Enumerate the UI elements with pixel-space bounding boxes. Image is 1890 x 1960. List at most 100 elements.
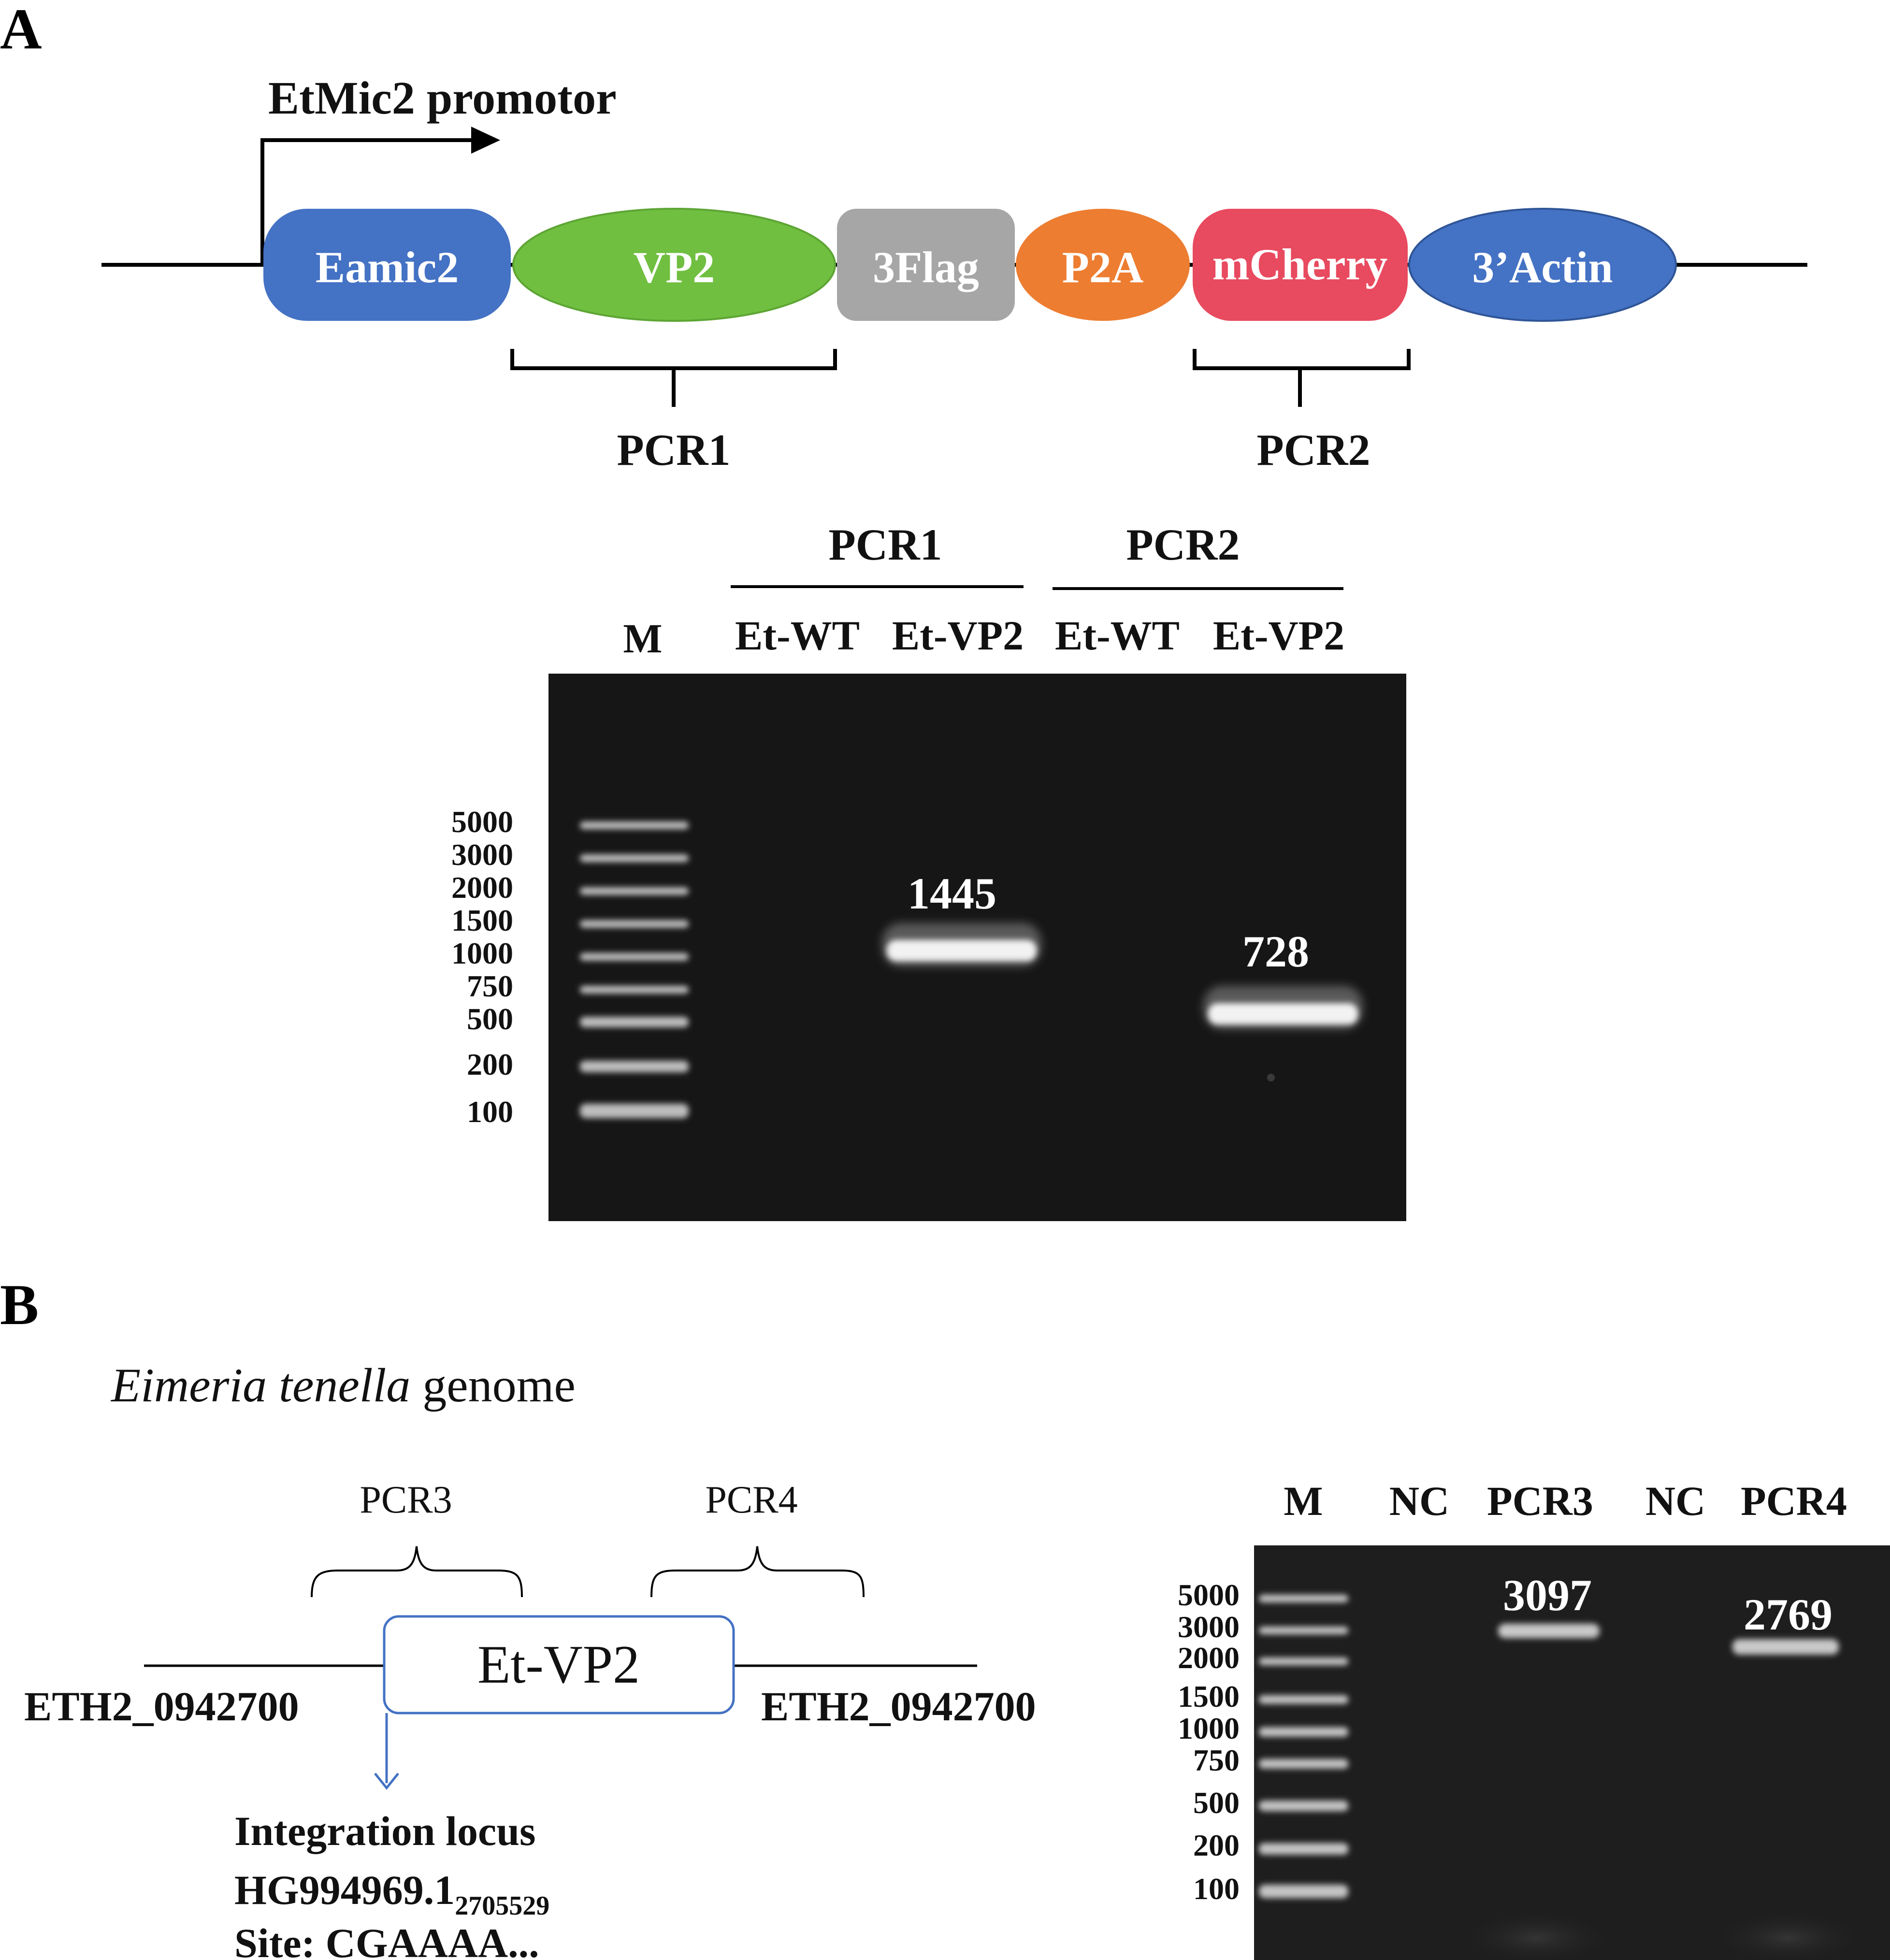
ladder-b-band-1500: [1259, 1695, 1348, 1704]
module-mcherry: [1193, 209, 1408, 321]
band-b-3097: [1498, 1624, 1600, 1638]
ladder-a-500: 500: [467, 1002, 513, 1036]
gel-b-ladder-labels: 5000 3000 2000 1500 1000 750 500 200 100: [1178, 1578, 1240, 1906]
ladder-b-200: 200: [1193, 1828, 1240, 1862]
ladder-a-5000: 5000: [451, 805, 513, 839]
ladder-b-1500: 1500: [1178, 1679, 1240, 1714]
ladder-a-band-500: [580, 1017, 689, 1027]
bracket-pcr4: [650, 1546, 865, 1598]
ladder-b-band-750: [1259, 1759, 1348, 1769]
band-b-2769-label: 2769: [1744, 1590, 1832, 1639]
band-a-728-label: 728: [1242, 927, 1309, 976]
locus-arrowhead-icon: [374, 1773, 399, 1790]
band-a-728: [1208, 1003, 1358, 1024]
flank-right-label: ETH2_0942700: [761, 1683, 1036, 1729]
band-b-3097-label: 3097: [1503, 1571, 1592, 1620]
genome-title-rest: genome: [410, 1358, 576, 1412]
bracket-pcr2: [1193, 349, 1411, 407]
promoter-label: EtMic2 promotor: [268, 72, 617, 124]
ladder-b-5000: 5000: [1178, 1578, 1240, 1612]
ladder-b-2000: 2000: [1178, 1641, 1240, 1675]
gel-b-well-haze-1: [1455, 1909, 1619, 1960]
ladder-a-3000: 3000: [451, 837, 513, 872]
flank-left-label: ETH2_0942700: [24, 1683, 299, 1729]
ladder-a-band-5000: [580, 821, 689, 829]
gel-b-header: M NC PCR3 NC PCR4: [1284, 1478, 1847, 1524]
gel-b-ladder-bands: [1259, 1595, 1348, 1898]
panel-b-label: B: [0, 1272, 39, 1337]
ladder-a-band-2000: [580, 887, 689, 895]
ladder-b-750: 750: [1193, 1743, 1240, 1777]
ladder-b-1000: 1000: [1178, 1711, 1240, 1745]
gel-b-lane-pcr3: PCR3: [1487, 1478, 1593, 1524]
ladder-a-100: 100: [467, 1095, 513, 1129]
ladder-a-2000: 2000: [451, 870, 513, 905]
ladder-b-band-5000: [1259, 1595, 1348, 1602]
module-vp2-label: VP2: [634, 243, 715, 292]
band-a-1445-label: 1445: [908, 869, 996, 918]
panel-a-label: A: [0, 0, 42, 61]
ladder-b-band-200: [1259, 1843, 1348, 1855]
module-3actin-label: 3’Actin: [1472, 243, 1613, 292]
gel-b-lane-nc-1: NC: [1389, 1478, 1449, 1524]
gel-a-lane-m: M: [623, 615, 662, 662]
gel-b-lane-pcr4: PCR4: [1741, 1478, 1847, 1524]
module-eamic2-label: Eamic2: [316, 243, 459, 292]
ladder-b-band-3000: [1259, 1627, 1348, 1634]
band-b-2769: [1732, 1639, 1839, 1655]
ladder-a-1000: 1000: [451, 936, 513, 970]
gel-b-lane-nc-2: NC: [1645, 1478, 1705, 1524]
locus-accession-line: HG994969.12705529: [234, 1867, 549, 1921]
gel-a-lane-et-wt-1: Et-WT: [735, 612, 860, 659]
genome-title-italic: Eimeria tenella: [110, 1358, 410, 1412]
module-vp2: [512, 208, 836, 322]
gel-a-image: 1445 728: [548, 674, 1406, 1221]
ladder-a-750: 750: [467, 969, 513, 1003]
bracket-pcr1-label: PCR1: [617, 425, 730, 475]
bracket-pcr4-label: PCR4: [705, 1479, 797, 1521]
bracket-pcr1: [510, 349, 837, 407]
locus-title: Integration locus: [234, 1808, 536, 1854]
gel-a-speck: [1267, 1074, 1275, 1081]
ladder-b-band-100: [1259, 1885, 1348, 1898]
bracket-pcr3: [311, 1546, 523, 1598]
gel-a-lane-et-vp2-2: Et-VP2: [1213, 612, 1344, 659]
ladder-a-1500: 1500: [451, 903, 513, 937]
gel-a-lane-et-vp2-1: Et-VP2: [892, 612, 1024, 659]
bracket-pcr3-label: PCR3: [360, 1479, 452, 1521]
ladder-a-band-3000: [580, 854, 689, 862]
module-3flag-label: 3Flag: [873, 243, 979, 292]
module-mcherry-label: mCherry: [1212, 240, 1388, 289]
gel-b-well-haze-2: [1706, 1909, 1870, 1960]
insert-label: Et-VP2: [477, 1635, 640, 1695]
bracket-pcr2-label: PCR2: [1256, 425, 1370, 475]
ladder-b-3000: 3000: [1178, 1610, 1240, 1644]
gel-a-group-pcr2: PCR2: [1126, 520, 1240, 569]
ladder-b-100: 100: [1193, 1872, 1240, 1906]
integration-diagram: PCR3 PCR4 Et-VP2 ETH2_0942700 ETH2_09427…: [24, 1479, 1036, 1960]
ladder-b-band-2000: [1259, 1657, 1348, 1665]
gel-a-sample-bands: [882, 923, 1363, 1081]
gel-a-group-pcr1: PCR1: [828, 520, 942, 569]
ladder-b-band-500: [1259, 1801, 1348, 1811]
ladder-a-band-100: [580, 1104, 689, 1118]
locus-accession: HG994969.1: [234, 1867, 455, 1913]
ladder-b-band-1000: [1259, 1727, 1348, 1737]
insert-box: [383, 1615, 735, 1715]
ladder-a-band-750: [580, 986, 689, 994]
locus-position: 2705529: [455, 1891, 549, 1921]
gel-a-header: PCR1 PCR2 M Et-WT Et-VP2 Et-WT Et-VP2: [623, 520, 1344, 662]
ladder-a-band-200: [580, 1061, 689, 1072]
gel-a-ladder-labels: 5000 3000 2000 1500 1000 750 500 200 100: [451, 805, 513, 1129]
promoter-arrow: [260, 138, 476, 265]
ladder-a-band-1000: [580, 953, 689, 961]
gel-a-lane-et-wt-2: Et-WT: [1055, 612, 1180, 659]
module-p2a: [1016, 209, 1190, 321]
ladder-a-200: 200: [467, 1047, 513, 1081]
gel-b-lane-m: M: [1284, 1478, 1323, 1524]
gel-a-ladder-bands: [580, 821, 689, 1118]
module-3flag: [837, 209, 1015, 321]
ladder-a-band-1500: [580, 920, 689, 928]
module-eamic2: [263, 209, 511, 321]
